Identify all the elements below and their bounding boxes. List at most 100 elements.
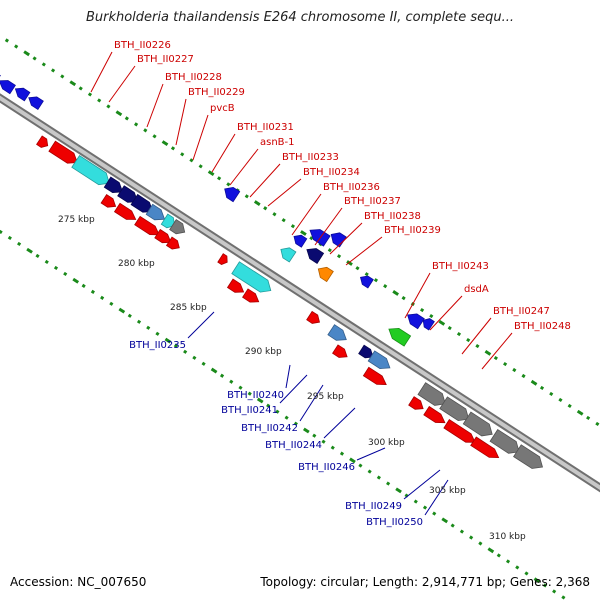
gene-arrow[interactable] — [160, 213, 176, 229]
tick-mark — [367, 469, 372, 474]
tick-mark — [349, 457, 356, 464]
label-leader-line — [267, 178, 302, 207]
gene-label-reverse[interactable]: BTH_II0246 — [298, 462, 355, 473]
tick-mark — [441, 517, 449, 524]
gene-arrow[interactable] — [513, 444, 544, 469]
gene-label-forward[interactable]: BTH_II0238 — [364, 211, 421, 222]
gene-arrow[interactable] — [113, 202, 137, 220]
tick-mark — [503, 361, 508, 367]
gene-arrow[interactable] — [293, 234, 308, 248]
tick-mark — [173, 343, 178, 348]
gene-features[interactable] — [0, 71, 544, 469]
gene-label-forward[interactable]: BTH_II0236 — [323, 182, 380, 193]
tick-mark — [81, 283, 86, 288]
label-leader-line — [424, 479, 449, 516]
gene-arrow[interactable] — [358, 344, 374, 359]
gene-arrow[interactable] — [231, 261, 272, 293]
tick-mark — [263, 206, 268, 211]
gene-label-reverse[interactable]: BTH_II0241 — [221, 405, 278, 416]
gene-arrow[interactable] — [48, 140, 78, 164]
gene-arrow[interactable] — [217, 253, 228, 265]
gene-arrow[interactable] — [165, 236, 180, 250]
gene-arrow[interactable] — [306, 310, 320, 324]
gene-label-reverse[interactable]: BTH_II0249 — [345, 501, 402, 512]
gene-label-reverse[interactable]: BTH_II0240 — [227, 390, 284, 401]
gene-arrow[interactable] — [407, 313, 425, 330]
gene-arrow[interactable] — [330, 232, 347, 248]
tick-label: 305 kbp — [429, 486, 466, 496]
gene-arrow[interactable] — [103, 176, 124, 194]
tick-mark — [512, 367, 517, 373]
tick-mark — [210, 367, 218, 374]
gene-label-forward[interactable]: dsdA — [464, 284, 489, 295]
gene-label-forward[interactable]: BTH_II0229 — [188, 87, 245, 98]
gene-arrow[interactable] — [169, 219, 186, 235]
gene-label-forward[interactable]: BTH_II0237 — [344, 196, 401, 207]
gene-arrow[interactable] — [145, 203, 166, 221]
gene-arrow[interactable] — [306, 248, 325, 264]
gene-label-forward[interactable]: BTH_II0226 — [114, 40, 171, 51]
gene-label-forward[interactable]: pvcB — [210, 103, 235, 114]
gene-arrow[interactable] — [422, 318, 435, 331]
gene-arrow[interactable] — [0, 80, 16, 95]
gene-label-reverse[interactable]: BTH_II0242 — [241, 423, 298, 434]
gene-arrow[interactable] — [327, 324, 347, 341]
gene-arrow[interactable] — [226, 278, 245, 293]
gene-label-reverse[interactable]: BTH_II0250 — [366, 517, 423, 528]
tick-label: 280 kbp — [118, 259, 155, 269]
gene-label-forward[interactable]: BTH_II0234 — [303, 167, 360, 178]
gene-arrow[interactable] — [332, 344, 348, 358]
tick-mark — [429, 314, 434, 319]
topology-summary: Topology: circular; Length: 2,914,771 bp… — [260, 575, 590, 589]
gene-arrow[interactable] — [470, 436, 500, 459]
gene-label-forward[interactable]: BTH_II0227 — [137, 54, 194, 65]
gene-label-forward[interactable]: BTH_II0228 — [165, 72, 222, 83]
gene-arrow[interactable] — [439, 396, 470, 422]
gene-arrow[interactable] — [489, 429, 520, 454]
gene-labels[interactable]: BTH_II0226BTH_II0227BTH_II0228BTH_II0229… — [114, 40, 571, 528]
gene-arrow[interactable] — [462, 411, 493, 437]
gene-arrow[interactable] — [417, 382, 446, 406]
gene-arrow[interactable] — [408, 396, 424, 410]
gene-label-forward[interactable]: BTH_II0233 — [282, 152, 339, 163]
label-leader-line — [211, 133, 236, 173]
tick-mark — [146, 325, 151, 330]
tick-mark — [136, 319, 142, 324]
gene-arrow[interactable] — [36, 135, 49, 148]
gene-label-forward[interactable]: BTH_II0231 — [237, 122, 294, 133]
gene-arrow[interactable] — [388, 327, 412, 347]
gene-arrow[interactable] — [242, 288, 260, 303]
gene-arrow[interactable] — [362, 366, 387, 386]
gene-arrow[interactable] — [423, 405, 446, 424]
gene-label-forward[interactable]: BTH_II0243 — [432, 261, 489, 272]
tick-label: 285 kbp — [170, 303, 207, 313]
gene-arrow[interactable] — [14, 87, 31, 102]
gene-label-forward[interactable]: BTH_II0247 — [493, 306, 550, 317]
tick-mark — [542, 583, 548, 588]
tick-mark — [17, 241, 22, 247]
tick-mark — [69, 80, 77, 87]
map-title: Burkholderia thailandensis E264 chromoso… — [85, 10, 515, 25]
gene-arrow[interactable] — [28, 96, 44, 111]
gene-label-forward[interactable]: BTH_II0239 — [384, 225, 441, 236]
tick-mark — [413, 499, 418, 504]
tick-mark — [459, 529, 464, 534]
tick-mark — [63, 271, 68, 276]
gene-label-forward[interactable]: BTH_II0248 — [514, 321, 571, 332]
gene-arrow[interactable] — [71, 155, 110, 186]
gene-arrow[interactable] — [224, 186, 241, 203]
tick-mark — [355, 266, 360, 271]
gene-arrow[interactable] — [360, 275, 374, 289]
label-leader-line — [356, 447, 386, 461]
gene-label-reverse[interactable]: BTH_II0244 — [265, 440, 322, 451]
gene-arrow[interactable] — [443, 419, 476, 443]
gene-label-forward[interactable]: asnB-1 — [260, 137, 295, 148]
gene-arrow[interactable] — [280, 247, 297, 263]
gene-arrow[interactable] — [134, 215, 160, 236]
gene-arrow[interactable] — [100, 194, 117, 208]
gene-arrow[interactable] — [154, 228, 172, 244]
gene-arrow[interactable] — [317, 266, 334, 283]
gene-label-reverse[interactable]: BTH_II0235 — [129, 340, 186, 351]
gene-arrow[interactable] — [367, 350, 391, 370]
